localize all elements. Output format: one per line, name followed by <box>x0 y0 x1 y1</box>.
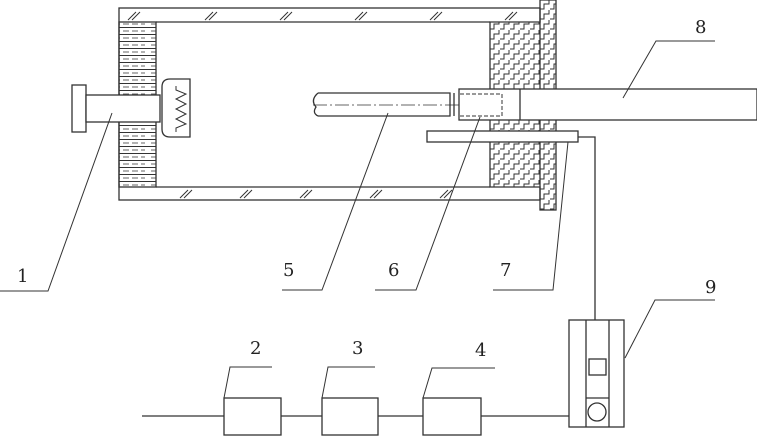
signal-wire <box>578 136 596 320</box>
knob-part-1 <box>71 84 161 133</box>
plate-part-7 <box>426 130 579 143</box>
label-3: 3 <box>352 338 364 359</box>
block-part-3 <box>321 397 379 436</box>
label-4: 4 <box>475 340 487 361</box>
block-part-2 <box>223 397 282 436</box>
coupling-part-6 <box>458 88 757 121</box>
label-7: 7 <box>500 260 512 281</box>
leader-lines <box>0 40 715 399</box>
block-part-4 <box>422 397 482 436</box>
label-1: 1 <box>17 266 29 287</box>
label-2: 2 <box>250 338 262 359</box>
rod-part-5 <box>312 92 460 117</box>
spring-icon <box>161 78 191 138</box>
label-9: 9 <box>705 277 717 298</box>
controller-part-9 <box>568 319 625 428</box>
label-5: 5 <box>283 260 295 281</box>
label-6: 6 <box>388 260 400 281</box>
label-8: 8 <box>695 17 707 38</box>
